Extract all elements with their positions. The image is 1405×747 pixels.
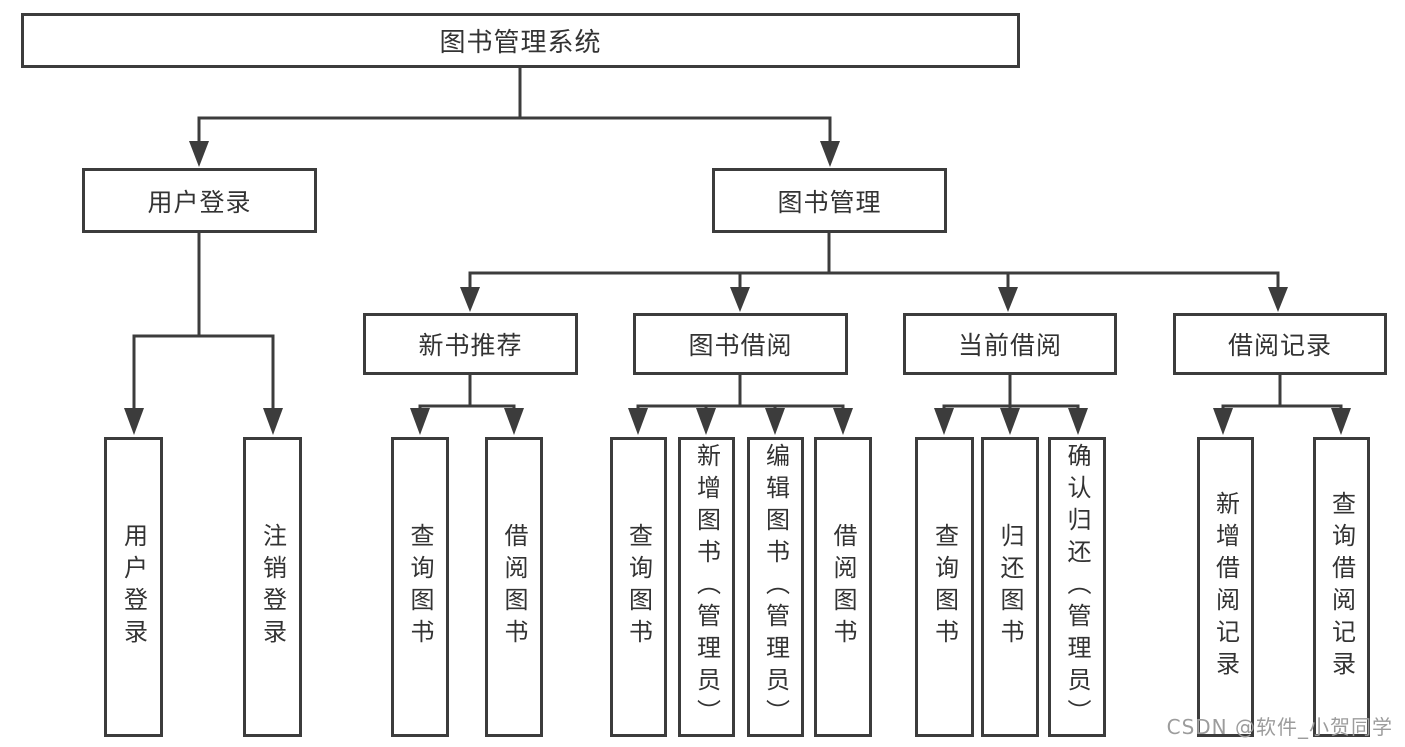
connector-book-borrowing-children bbox=[636, 375, 845, 410]
node-user-login-label: 用户登录 bbox=[147, 187, 252, 217]
leaf-bb-query-books-label: 查询图书 bbox=[624, 523, 653, 651]
leaf-cb-return-books: 归还图书 bbox=[981, 437, 1039, 737]
leaf-br-add-record: 新增借阅记录 bbox=[1197, 437, 1254, 737]
leaf-nbr-query-books: 查询图书 bbox=[391, 437, 449, 737]
leaf-user-login-label: 用户登录 bbox=[119, 523, 148, 651]
node-current-borrowing-label: 当前借阅 bbox=[957, 331, 1062, 360]
arrowheads bbox=[124, 141, 1351, 435]
leaf-nbr-borrow-books: 借阅图书 bbox=[485, 437, 543, 737]
leaf-logout: 注销登录 bbox=[243, 437, 302, 737]
connector-current-borrowing-children bbox=[942, 375, 1080, 410]
node-new-book-recommendation: 新书推荐 bbox=[363, 313, 578, 375]
node-book-borrowing: 图书借阅 bbox=[633, 313, 848, 375]
node-current-borrowing: 当前借阅 bbox=[903, 313, 1117, 375]
connector-root-to-level2 bbox=[197, 68, 832, 144]
leaf-cb-return-books-label: 归还图书 bbox=[996, 523, 1024, 651]
leaf-bb-edit-books-admin: 编辑图书（管理员） bbox=[747, 437, 804, 737]
leaf-bb-query-books: 查询图书 bbox=[610, 437, 667, 737]
leaf-bb-borrow-books-label: 借阅图书 bbox=[829, 523, 857, 651]
node-library-management-system: 图书管理系统 bbox=[21, 13, 1020, 68]
connector-new-book-rec-children bbox=[418, 375, 516, 410]
leaf-bb-add-books-admin: 新增图书（管理员） bbox=[678, 437, 735, 737]
leaf-bb-borrow-books: 借阅图书 bbox=[814, 437, 872, 737]
connector-borrowing-records-children bbox=[1221, 375, 1343, 410]
leaf-br-add-record-label: 新增借阅记录 bbox=[1211, 491, 1240, 683]
watermark: CSDN @软件_小贺同学 bbox=[1166, 715, 1393, 739]
node-book-management: 图书管理 bbox=[712, 168, 947, 233]
leaf-br-query-record-label: 查询借阅记录 bbox=[1327, 491, 1356, 683]
leaf-cb-confirm-return-admin: 确认归还（管理员） bbox=[1048, 437, 1106, 737]
leaf-bb-edit-books-admin-label: 编辑图书（管理员） bbox=[761, 443, 790, 731]
leaf-nbr-borrow-books-label: 借阅图书 bbox=[500, 523, 528, 651]
node-user-login: 用户登录 bbox=[82, 168, 317, 233]
leaf-cb-confirm-return-admin-label: 确认归还（管理员） bbox=[1063, 443, 1091, 731]
node-book-borrowing-label: 图书借阅 bbox=[688, 331, 793, 360]
node-library-management-system-label: 图书管理系统 bbox=[439, 28, 602, 58]
leaf-logout-label: 注销登录 bbox=[258, 523, 287, 651]
connector-book-management-children bbox=[468, 233, 1280, 289]
node-borrowing-records: 借阅记录 bbox=[1173, 313, 1387, 375]
leaf-nbr-query-books-label: 查询图书 bbox=[406, 523, 434, 651]
node-new-book-recommendation-label: 新书推荐 bbox=[418, 331, 523, 360]
leaf-br-query-record: 查询借阅记录 bbox=[1313, 437, 1370, 737]
connector-user-login-children bbox=[132, 233, 275, 409]
leaf-cb-query-books: 查询图书 bbox=[915, 437, 974, 737]
node-book-management-label: 图书管理 bbox=[777, 187, 882, 217]
leaf-bb-add-books-admin-label: 新增图书（管理员） bbox=[692, 443, 721, 731]
node-borrowing-records-label: 借阅记录 bbox=[1227, 331, 1332, 360]
leaf-user-login: 用户登录 bbox=[104, 437, 163, 737]
leaf-cb-query-books-label: 查询图书 bbox=[930, 523, 959, 651]
